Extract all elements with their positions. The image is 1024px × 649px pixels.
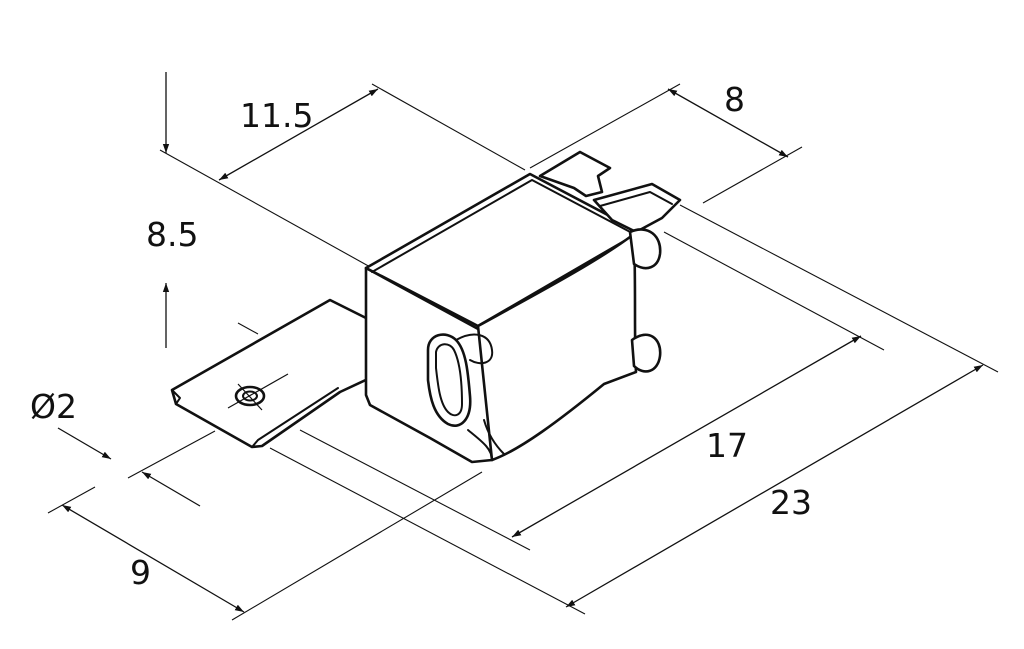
dimension-labels: 11.5 8 8.5 Ø2 17 23 9 <box>30 80 812 592</box>
dim-line-23 <box>565 364 984 608</box>
dim-label-9: 9 <box>130 553 151 592</box>
blade-terminal-1 <box>538 150 612 198</box>
body-front-face <box>476 232 638 462</box>
dim-line-dia2-left <box>57 427 112 460</box>
extension-lines <box>47 83 999 621</box>
side-clip-upper <box>628 228 662 270</box>
body-slot <box>426 333 472 427</box>
dim-label-dia2: Ø2 <box>30 387 77 426</box>
fuse-part <box>170 150 682 464</box>
dim-label-8: 8 <box>724 80 745 119</box>
dim-line-dia2-right <box>141 471 201 507</box>
dim-line-9 <box>61 504 245 613</box>
dim-line-8 <box>667 88 789 158</box>
side-clip-lower <box>630 333 662 373</box>
dim-label-8-5: 8.5 <box>146 215 198 254</box>
dim-line-11-5 <box>218 88 379 181</box>
dim-label-23: 23 <box>770 483 812 522</box>
dim-label-11-5: 11.5 <box>240 96 313 135</box>
mounting-tab <box>170 298 372 449</box>
dim-label-17: 17 <box>706 426 748 465</box>
dimension-lines <box>57 72 984 613</box>
